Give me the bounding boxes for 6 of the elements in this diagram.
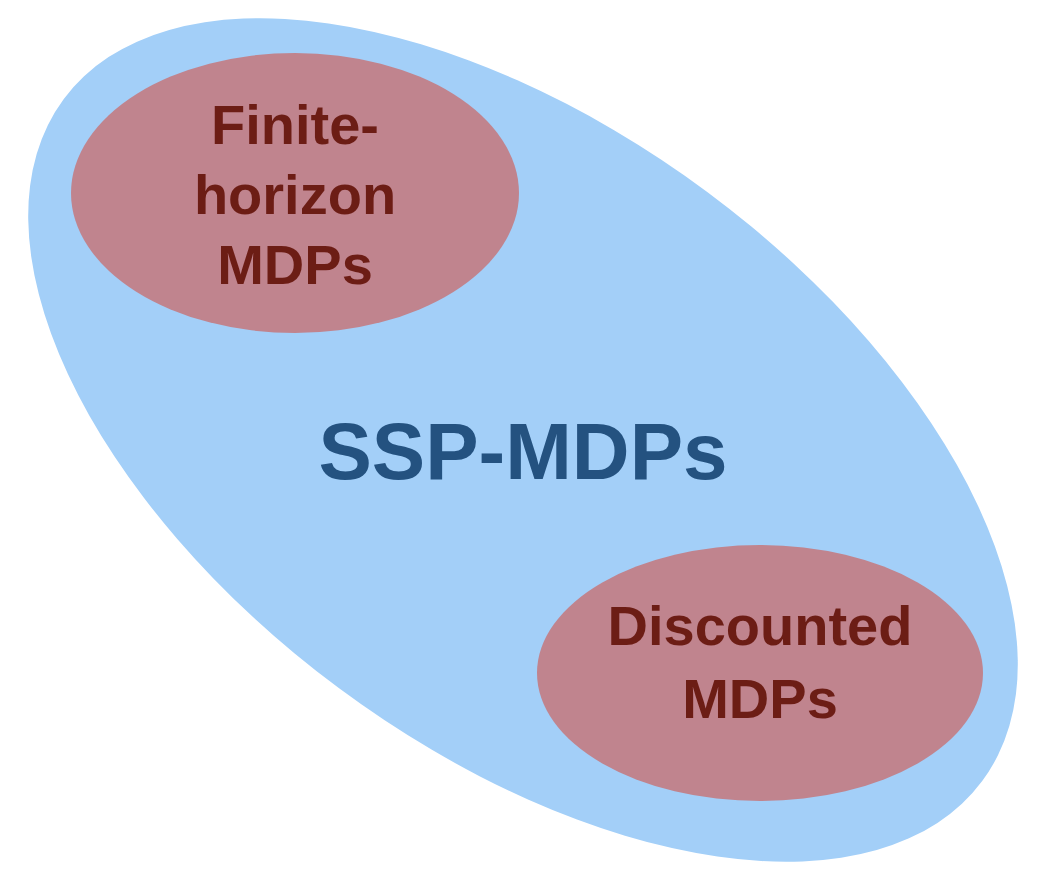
inner-set-ellipse [537,545,983,801]
set-label: Discounted MDPs [607,593,913,732]
set-label: Finite- horizon MDPs [193,92,397,298]
set-label: SSP-MDPs [318,406,728,498]
outer-set-ellipse [28,18,1018,862]
inner-set-ellipse [71,53,519,333]
